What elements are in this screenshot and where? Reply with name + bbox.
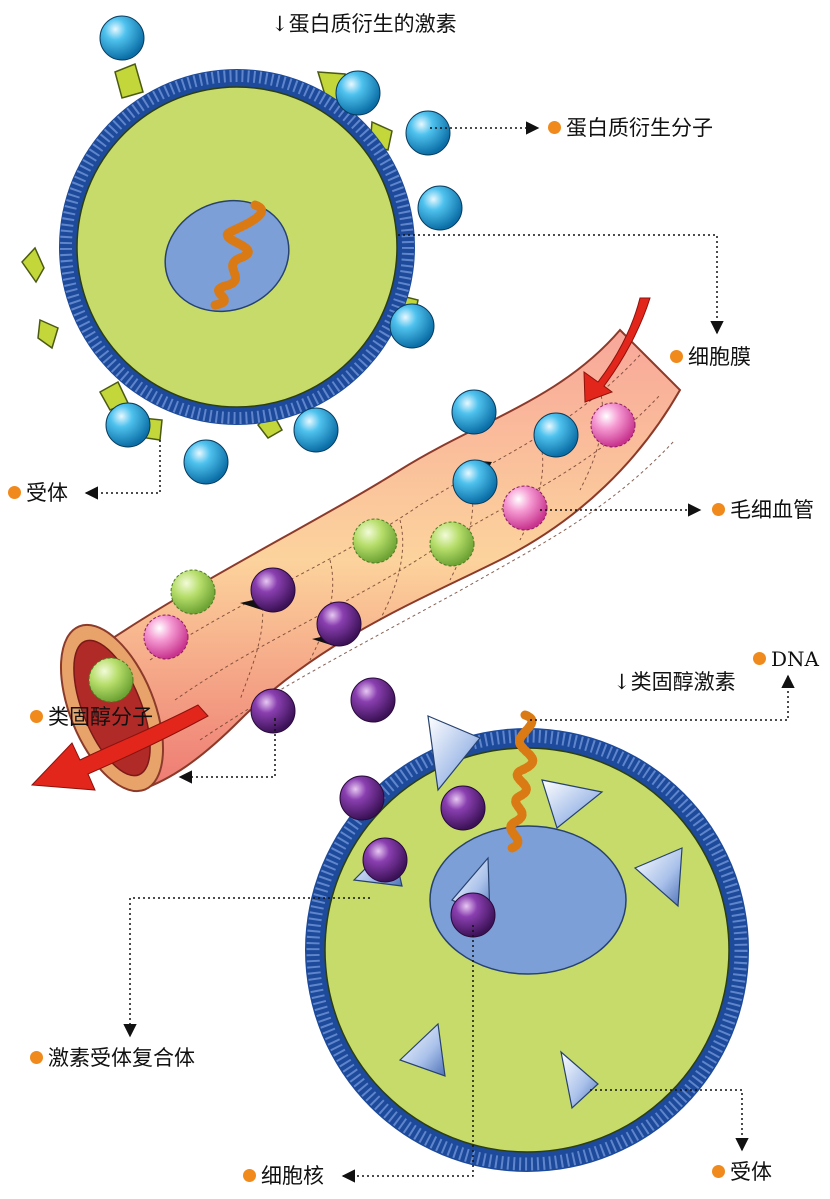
bullet-dot xyxy=(712,503,725,516)
protein-molecule xyxy=(452,390,496,434)
bullet-dot xyxy=(712,1165,725,1178)
protein-molecule xyxy=(294,408,338,452)
pink-molecule xyxy=(591,403,635,447)
green-molecule xyxy=(430,522,474,566)
steroid-hormone-title: ↓类固醇激素 xyxy=(613,672,736,693)
protein-molecule xyxy=(106,403,150,447)
green-molecule xyxy=(89,658,133,702)
protein-hormone-title: ↓蛋白质衍生的激素 xyxy=(271,14,457,35)
callout-steroid-molecule: 类固醇分子 xyxy=(30,707,153,728)
callout-dna: DNA xyxy=(753,649,819,669)
bullet-dot xyxy=(670,350,683,363)
steroid-molecule xyxy=(340,776,384,820)
bullet-dot xyxy=(8,486,21,499)
steroid-molecule xyxy=(441,786,485,830)
steroid-molecule xyxy=(351,678,395,722)
callout-text: 毛细血管 xyxy=(730,498,814,522)
callout-protein-molecule: 蛋白质衍生分子 xyxy=(548,118,713,139)
callout-cell-membrane: 细胞膜 xyxy=(670,347,751,368)
protein-molecule xyxy=(406,111,450,155)
callout-text: 受体 xyxy=(26,481,68,505)
bullet-dot xyxy=(30,1051,43,1064)
protein-molecule xyxy=(184,440,228,484)
bullet-dot xyxy=(243,1169,256,1182)
callout-hormone-receptor-complex: 激素受体复合体 xyxy=(30,1048,195,1069)
protein-molecule xyxy=(418,186,462,230)
callout-text: 受体 xyxy=(730,1160,772,1184)
green-molecule xyxy=(171,570,215,614)
protein-molecule xyxy=(336,71,380,115)
callout-text: DNA xyxy=(771,647,819,671)
steroid-molecule xyxy=(363,838,407,882)
pink-molecule xyxy=(503,486,547,530)
steroid-molecule xyxy=(251,689,295,733)
callout-nucleus: 细胞核 xyxy=(243,1166,324,1187)
protein-molecule xyxy=(453,460,497,504)
callout-text: 类固醇分子 xyxy=(48,705,153,729)
bullet-dot xyxy=(30,710,43,723)
callout-text: 激素受体复合体 xyxy=(48,1046,195,1070)
protein-molecule xyxy=(100,16,144,60)
callout-receptor-top: 受体 xyxy=(8,483,68,504)
callout-text: 蛋白质衍生分子 xyxy=(566,116,713,140)
steroid-molecule xyxy=(317,602,361,646)
callout-capillary: 毛细血管 xyxy=(712,500,814,521)
steroid-molecule xyxy=(251,568,295,612)
protein-molecule xyxy=(390,304,434,348)
pink-molecule xyxy=(144,615,188,659)
callout-text: 细胞膜 xyxy=(688,345,751,369)
protein-molecule xyxy=(534,413,578,457)
bullet-dot xyxy=(548,121,561,134)
vessel-molecules xyxy=(89,390,635,702)
callout-text: 细胞核 xyxy=(261,1164,324,1188)
bullet-dot xyxy=(753,652,766,665)
green-molecule xyxy=(353,519,397,563)
callout-receptor-bottom: 受体 xyxy=(712,1162,772,1183)
